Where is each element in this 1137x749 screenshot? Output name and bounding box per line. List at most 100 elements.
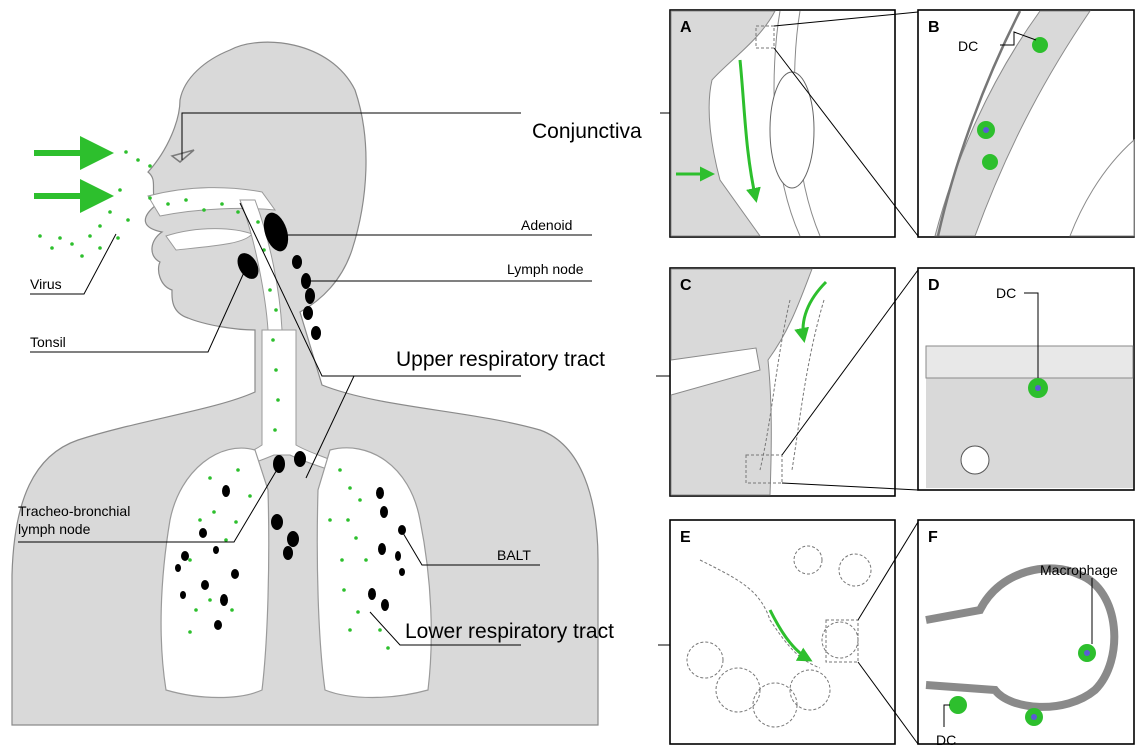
virus-particle xyxy=(208,476,212,480)
virus-particle xyxy=(148,196,152,200)
virus-label: Virus xyxy=(30,276,62,292)
balt-node xyxy=(199,528,207,538)
virus-particle xyxy=(80,254,84,258)
tracheo-bronchial-label-2: lymph node xyxy=(18,521,91,537)
virus-particle xyxy=(98,246,102,250)
virus-particle xyxy=(166,202,170,206)
tracheo-bronchial-node xyxy=(273,455,285,473)
balt-node xyxy=(231,569,239,579)
lymph-node xyxy=(301,273,311,289)
virus-inflow xyxy=(34,136,114,213)
panel-f-letter: F xyxy=(928,529,938,546)
virus-particle xyxy=(274,308,278,312)
balt-node xyxy=(214,620,222,630)
virus-particle xyxy=(212,510,216,514)
balt-node xyxy=(368,588,376,600)
panel-b-nucleus xyxy=(983,127,989,133)
virus-particle xyxy=(118,188,122,192)
panel-d-dc-label: DC xyxy=(996,285,1016,301)
virus-particle xyxy=(346,518,350,522)
lower-respiratory-label: Lower respiratory tract xyxy=(405,620,614,643)
virus-particle xyxy=(108,210,112,214)
tracheo-bronchial-node xyxy=(287,531,299,547)
virus-particle xyxy=(348,486,352,490)
panel-e-letter: E xyxy=(680,529,691,546)
panel-a-lens xyxy=(770,72,814,188)
virus-particle xyxy=(271,338,275,342)
virus-particle xyxy=(273,428,277,432)
virus-particle xyxy=(188,630,192,634)
virus-particle xyxy=(88,234,92,238)
virus-particle xyxy=(236,468,240,472)
panel-f-frame xyxy=(918,520,1134,744)
upper-respiratory-label: Upper respiratory tract xyxy=(396,348,605,371)
virus-particle xyxy=(194,608,198,612)
tracheo-bronchial-node xyxy=(294,451,306,467)
panel-d-epithelium xyxy=(926,378,1133,488)
virus-particle xyxy=(70,242,74,246)
virus-particle xyxy=(338,468,342,472)
lymph-node xyxy=(311,326,321,340)
virus-particle xyxy=(248,494,252,498)
virus-particle xyxy=(198,518,202,522)
panel-d-nucleus xyxy=(1035,385,1041,391)
inflow-arrow-icon xyxy=(80,179,114,213)
balt-node xyxy=(376,487,384,499)
virus-particle xyxy=(340,558,344,562)
balt-node xyxy=(398,525,406,535)
panel-d-letter: D xyxy=(928,277,940,294)
panel-a: A xyxy=(670,10,895,237)
panel-b-letter: B xyxy=(928,19,940,36)
virus-particle xyxy=(208,598,212,602)
virus-particle xyxy=(268,288,272,292)
virus-particle xyxy=(256,220,260,224)
panel-f-dc-cell xyxy=(949,696,967,714)
balt-node xyxy=(381,599,389,611)
balt-node xyxy=(181,551,189,561)
virus-particle xyxy=(386,646,390,650)
panel-d: DC D xyxy=(918,268,1134,490)
balt-node xyxy=(378,543,386,555)
virus-particle xyxy=(234,520,238,524)
virus-particle xyxy=(136,158,140,162)
virus-particle xyxy=(148,164,152,168)
virus-particle xyxy=(236,210,240,214)
lymph-node xyxy=(292,255,302,269)
balt-node xyxy=(220,594,228,606)
virus-particle xyxy=(358,498,362,502)
virus-particle xyxy=(184,198,188,202)
panel-c: C xyxy=(670,268,895,496)
virus-particle xyxy=(354,536,358,540)
virus-particle xyxy=(220,202,224,206)
tracheo-bronchial-label-1: Tracheo-bronchial xyxy=(18,503,130,519)
virus-particle xyxy=(342,588,346,592)
balt-node xyxy=(380,506,388,518)
panel-b-dc-label: DC xyxy=(958,38,978,54)
virus-particle xyxy=(50,246,54,250)
balt-node xyxy=(175,564,181,572)
panel-f-macrophage-label: Macrophage xyxy=(1040,562,1118,578)
balt-node xyxy=(222,485,230,497)
panel-d-cilia-layer xyxy=(926,346,1133,378)
balt-node xyxy=(180,591,186,599)
virus-particle xyxy=(348,628,352,632)
virus-particle xyxy=(378,628,382,632)
virus-particle xyxy=(116,236,120,240)
virus-particle xyxy=(202,208,206,212)
tracheo-bronchial-node xyxy=(283,546,293,560)
panel-a-letter: A xyxy=(680,19,692,36)
tracheo-bronchial-node xyxy=(271,514,283,530)
virus-particle xyxy=(224,538,228,542)
lymph-node xyxy=(303,306,313,320)
panel-f-nucleus xyxy=(1031,714,1037,720)
balt-node xyxy=(399,568,405,576)
virus-particle xyxy=(58,236,62,240)
conjunctiva-label: Conjunctiva xyxy=(532,120,642,143)
inflow-arrow-icon xyxy=(80,136,114,170)
panel-e: E xyxy=(670,520,895,744)
virus-particle xyxy=(276,398,280,402)
panel-f: Macrophage DC F xyxy=(918,520,1134,748)
virus-particle xyxy=(364,558,368,562)
adenoid-label: Adenoid xyxy=(521,217,572,233)
